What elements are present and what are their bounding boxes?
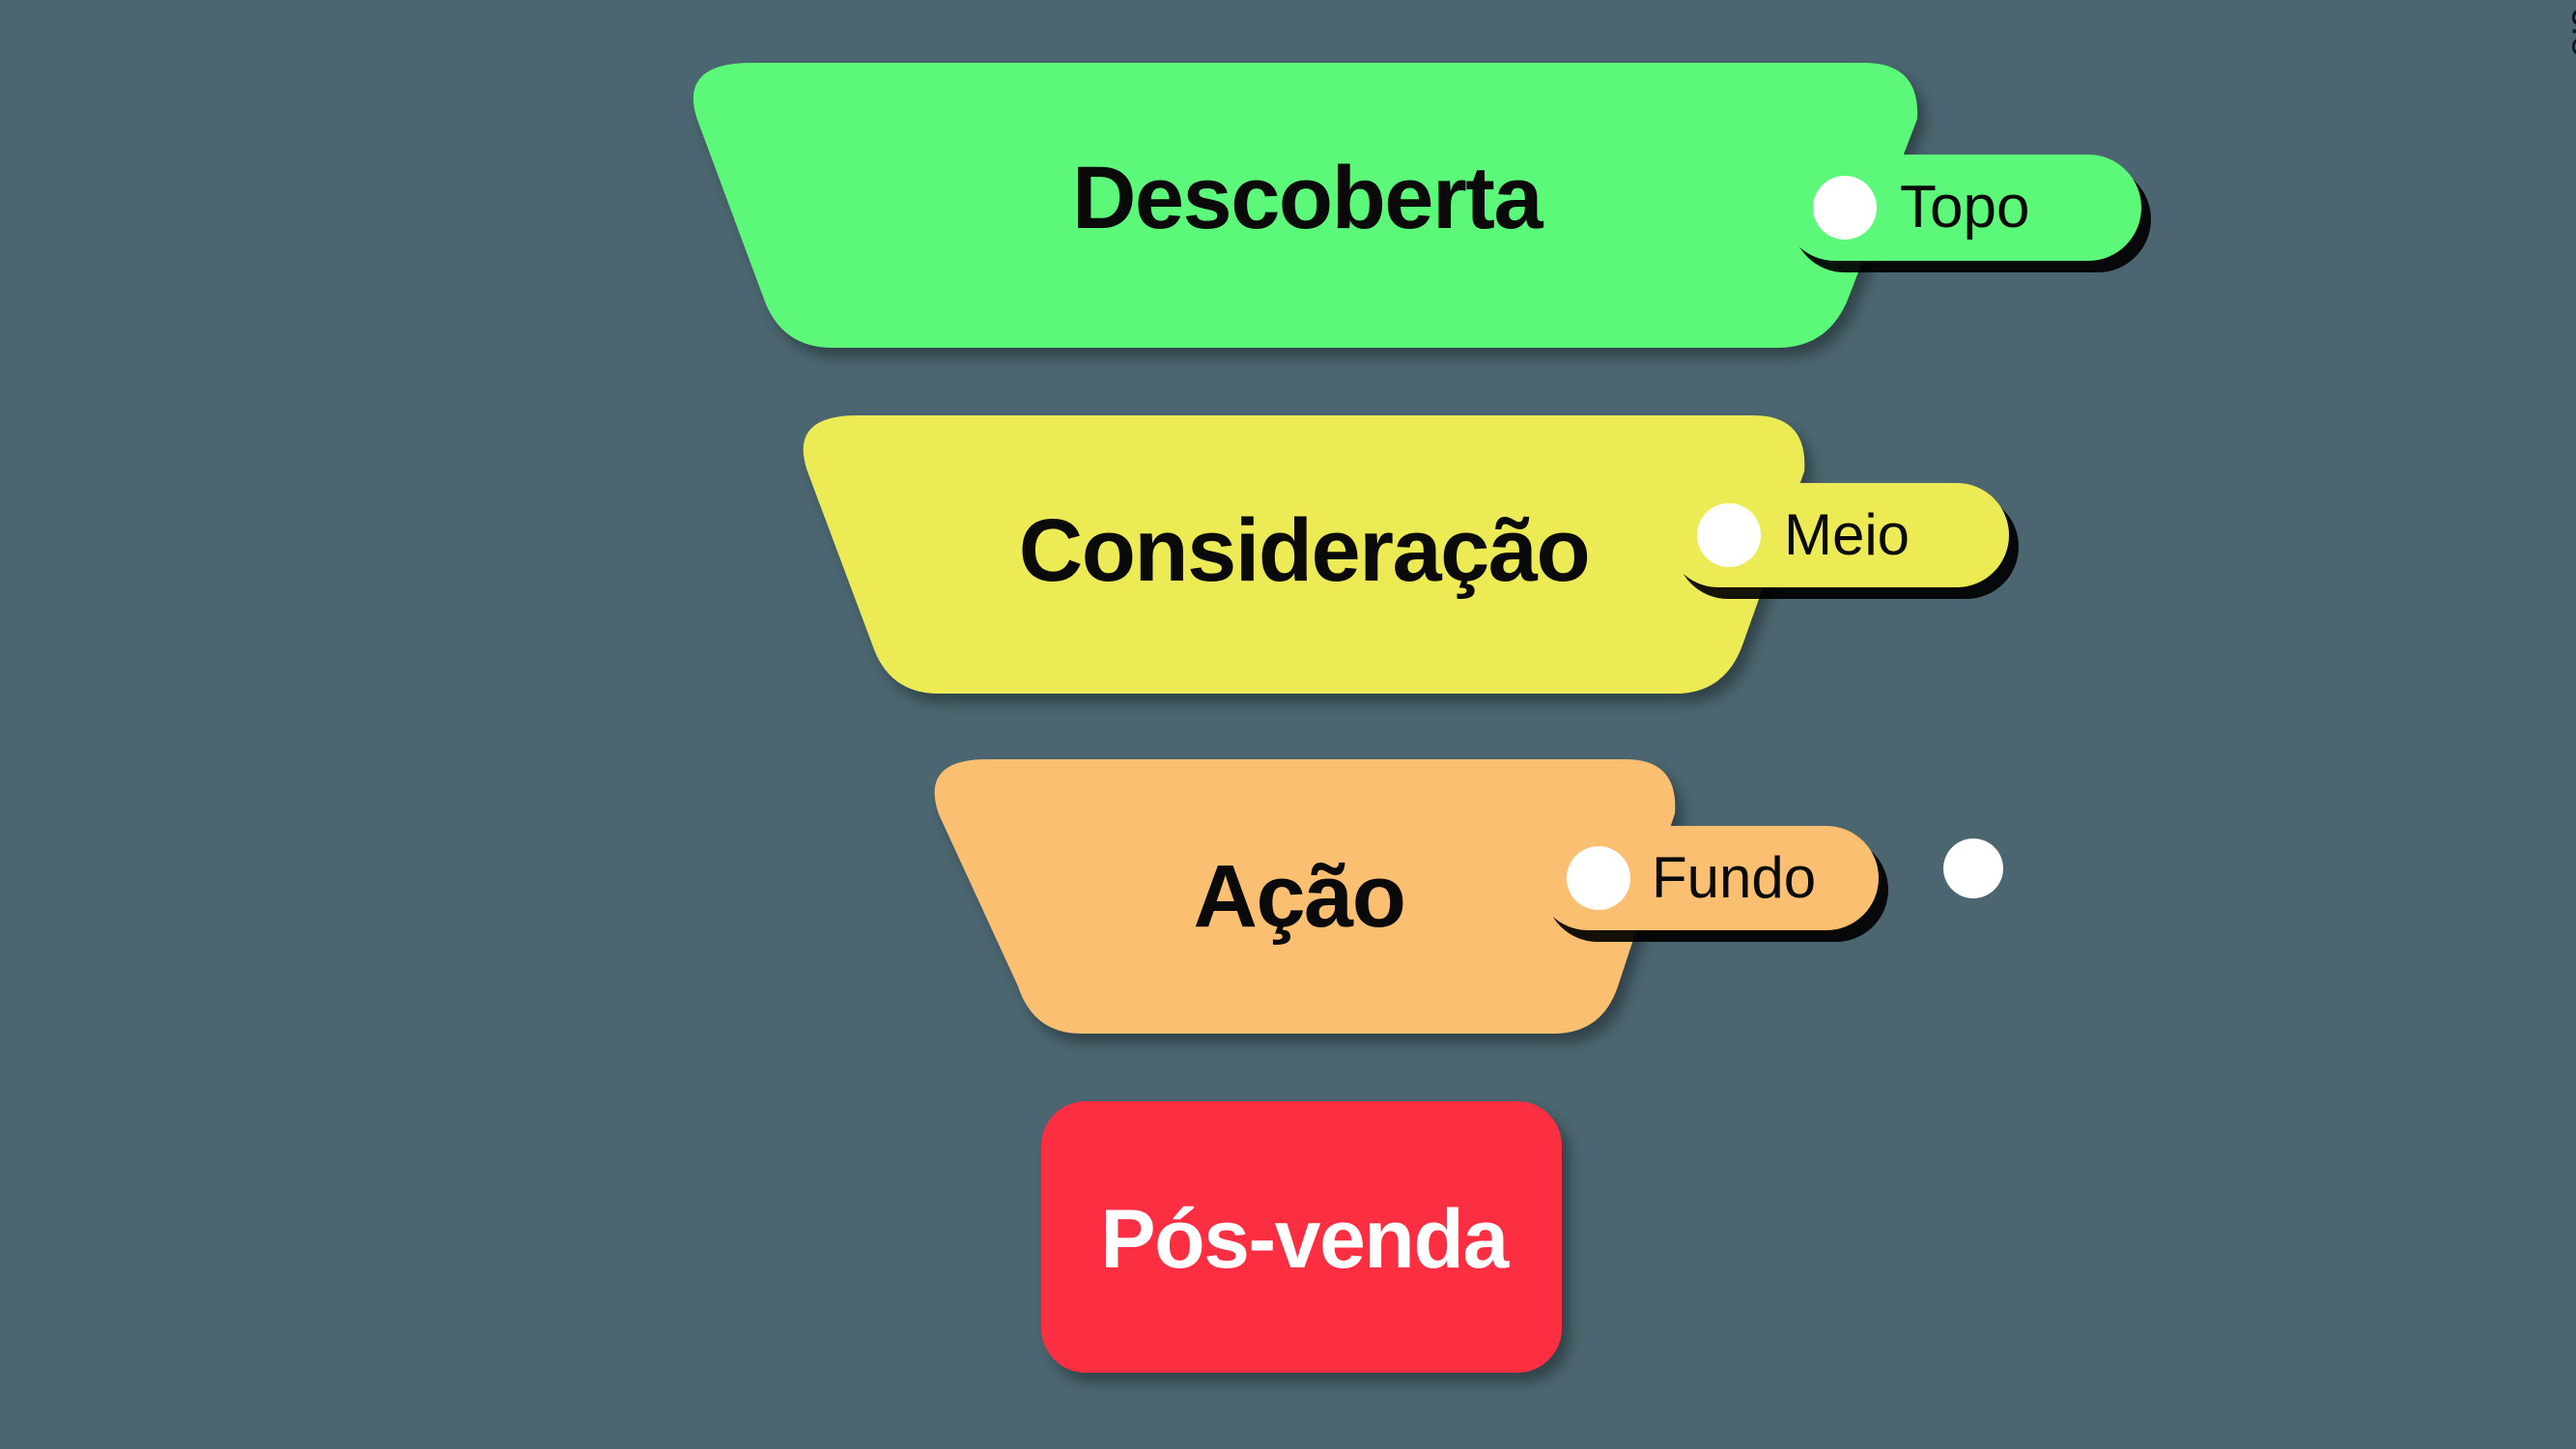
accent-dot-icon bbox=[1943, 838, 2003, 898]
stage-label-descoberta: Descoberta bbox=[1071, 149, 1543, 247]
badge-topo[interactable]: Topo bbox=[1782, 155, 2141, 261]
watermark-handle: @nexcomercio bbox=[2562, 0, 2576, 58]
badge-fundo-label: Fundo bbox=[1652, 845, 1817, 910]
badge-topo-label: Topo bbox=[1900, 174, 2030, 241]
funnel-segment-posvenda[interactable] bbox=[1041, 1101, 1562, 1373]
badge-fundo[interactable]: Fundo bbox=[1536, 826, 1879, 930]
funnel-segment-descoberta[interactable] bbox=[693, 63, 1918, 348]
stage-label-acao: Ação bbox=[1193, 847, 1406, 946]
badge-dot-icon bbox=[1697, 503, 1761, 567]
stage-label-consideracao: Consideração bbox=[1018, 501, 1591, 600]
stage-label-posvenda: Pós-venda bbox=[1100, 1193, 1509, 1286]
badge-dot-icon bbox=[1813, 176, 1877, 240]
badge-dot-icon bbox=[1567, 846, 1630, 910]
badge-meio[interactable]: Meio bbox=[1666, 483, 2009, 587]
funnel-segment-acao[interactable] bbox=[934, 759, 1676, 1034]
funnel-segment-consideracao[interactable] bbox=[803, 415, 1805, 694]
badge-meio-label: Meio bbox=[1784, 502, 1911, 567]
